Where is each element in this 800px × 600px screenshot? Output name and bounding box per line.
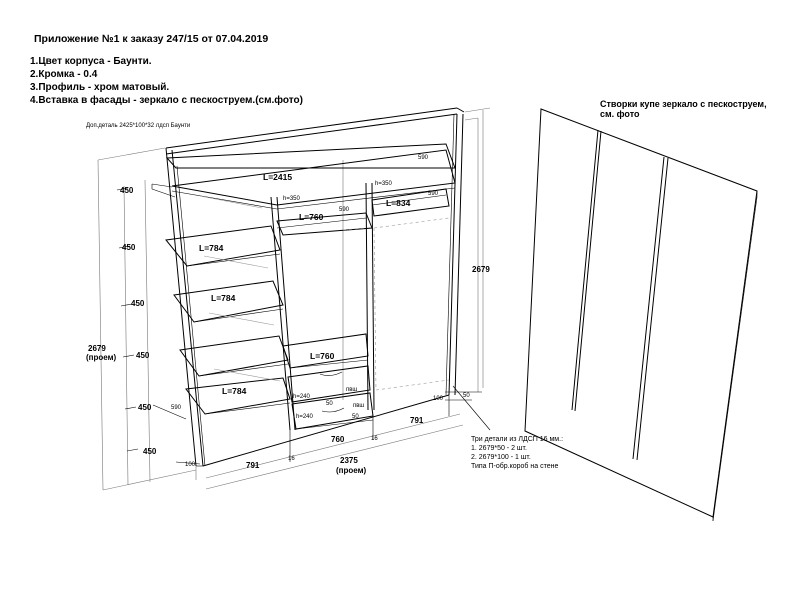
- sliding-doors: [524, 108, 758, 522]
- depth-label: 100: [185, 462, 196, 468]
- parts-line: Три детали из ЛДСП 16 мм.:: [471, 436, 564, 443]
- right-hanging-zone: [342, 217, 450, 391]
- shelf-length-label: L=760: [310, 351, 335, 361]
- left-dimensions: [97, 147, 197, 491]
- parts-line: Типа П-обр.короб на стене: [471, 463, 559, 470]
- depth-label: 100: [433, 396, 444, 402]
- note-item: 4.Вставка в фасады - зеркало с пескостру…: [30, 95, 303, 106]
- width-label: 16: [371, 436, 378, 442]
- height-label: h=350: [283, 196, 301, 202]
- parts-line: 2. 2679*100 - 1 шт.: [471, 454, 531, 461]
- doors-note: Створки купе зеркало с пескоструем, см. …: [600, 99, 767, 119]
- depth-label: 590: [171, 405, 182, 411]
- shelf-length-label: L=760: [299, 212, 324, 222]
- bottom-dimensions: [175, 395, 464, 490]
- height-label: h=350: [375, 181, 393, 187]
- shelf-length-label: L=834: [386, 198, 411, 208]
- opening-height-value: 2679: [88, 344, 106, 353]
- note-item: 2.Кромка - 0.4: [30, 69, 98, 80]
- width-label: 16: [288, 456, 295, 462]
- depth-label: 590: [339, 207, 350, 213]
- depth-label: 590: [428, 191, 439, 197]
- width-label: 760: [331, 435, 345, 444]
- depth-label: пвш: [353, 403, 364, 409]
- drawing-labels: Доп.деталь 2425*100*32 лдсп Баунти L=241…: [86, 123, 490, 475]
- depth-label: 50: [326, 401, 333, 407]
- right-height-value: 2679: [472, 265, 490, 274]
- right-dimensions: [445, 107, 491, 431]
- total-width-label: (проем): [336, 466, 367, 475]
- width-label: 791: [246, 461, 260, 470]
- height-label: h=240: [293, 394, 311, 400]
- opening-height-label: (проем): [86, 353, 117, 362]
- notes-list: 1.Цвет корпуса - Баунти. 2.Кромка - 0.4 …: [30, 55, 303, 107]
- spacing-label: 450: [136, 351, 150, 360]
- height-label: h=240: [296, 414, 314, 420]
- shelf-length-label: L=784: [211, 293, 236, 303]
- shelf-length-label: L=784: [222, 386, 247, 396]
- depth-label: пвш: [346, 387, 357, 393]
- depth-label: 50: [352, 414, 359, 420]
- note-item: 3.Профиль - хром матовый.: [30, 82, 170, 93]
- cabinet-frame: [165, 107, 465, 467]
- spacing-label: 450: [143, 447, 157, 456]
- parts-note: Три детали из ЛДСП 16 мм.: 1. 2679*50 - …: [471, 435, 563, 471]
- shelf-length-label: L=2415: [263, 172, 292, 182]
- depth-label: 590: [418, 155, 429, 161]
- top-shelves: [151, 143, 456, 236]
- document-title: Приложение №1 к заказу 247/15 от 07.04.2…: [34, 33, 269, 45]
- parts-line: 1. 2679*50 - 2 шт.: [471, 445, 527, 452]
- top-detail-label: Доп.деталь 2425*100*32 лдсп Баунти: [86, 123, 190, 129]
- width-label: 791: [410, 416, 424, 425]
- depth-label: 50: [463, 393, 470, 399]
- spacing-label: 450: [138, 403, 152, 412]
- left-shelves: [165, 195, 291, 415]
- shelf-length-label: L=784: [199, 243, 224, 253]
- spacing-label: 450: [131, 299, 145, 308]
- spacing-label: 450: [120, 186, 134, 195]
- note-item: 1.Цвет корпуса - Баунти.: [30, 56, 152, 67]
- spacing-label: 450: [122, 243, 136, 252]
- total-width-value: 2375: [340, 456, 358, 465]
